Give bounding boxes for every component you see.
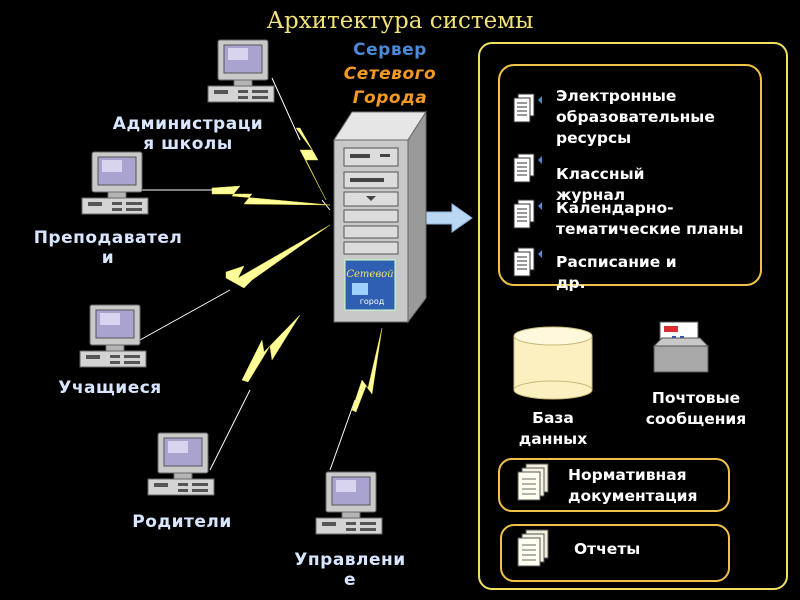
mail-envelope-icon bbox=[652, 321, 710, 373]
database-label: База данных bbox=[498, 408, 608, 450]
link-line-admin bbox=[271, 77, 301, 141]
normative-docs-label: Нормативная документация bbox=[568, 465, 728, 507]
resource-item-plans: Календарно- тематические планы bbox=[556, 198, 776, 240]
diagram-title: Архитектура системы bbox=[266, 8, 534, 34]
link-line-parents bbox=[209, 389, 251, 471]
server-logo-line1: Сетевой bbox=[346, 269, 393, 280]
document-icon bbox=[513, 93, 535, 123]
link-line-management bbox=[329, 399, 356, 471]
client-label-admin-line1: Администраци bbox=[112, 114, 264, 134]
server-label-line1: Сервер bbox=[353, 40, 427, 60]
mail-label-line1: Почтовые bbox=[651, 389, 741, 407]
client-label-teachers-line2: и bbox=[101, 248, 115, 268]
database-label-line1: База bbox=[532, 409, 574, 427]
resource-item-journal-line1: Классный bbox=[556, 165, 645, 183]
server-label-line2: Сетевого bbox=[343, 64, 437, 84]
normative-docs-label-line2: документация bbox=[568, 487, 698, 505]
client-label-admin-line2: я школы bbox=[143, 134, 233, 154]
resource-item-schedule-line1: Расписание и bbox=[556, 253, 677, 271]
reports-box bbox=[500, 524, 730, 582]
resource-item-schedule: Расписание и др. bbox=[556, 252, 756, 294]
lightning-bolt-icon bbox=[295, 127, 327, 201]
normative-docs-label-line1: Нормативная bbox=[568, 466, 687, 484]
mail-label: Почтовые сообщения bbox=[626, 388, 766, 430]
lightning-bolt-icon bbox=[211, 185, 331, 206]
lightning-bolt-icon bbox=[241, 314, 301, 383]
client-label-management-line2: е bbox=[343, 570, 357, 590]
resource-item-journal-line2: журнал bbox=[556, 186, 626, 204]
reports-label: Отчеты bbox=[574, 539, 694, 560]
client-label-parents-line1: Родители bbox=[132, 512, 232, 532]
link-line-students bbox=[139, 289, 231, 341]
server-logo-line2: город bbox=[360, 297, 385, 306]
resource-item-eor-line3: ресурсы bbox=[556, 129, 632, 147]
resource-item-plans-line1: Календарно- bbox=[556, 199, 674, 217]
server-label: Сервер Сетевого Города bbox=[330, 38, 450, 110]
resource-item-eor-line1: Электронные bbox=[556, 87, 677, 105]
server-label-line3: Города bbox=[352, 88, 428, 108]
lightning-bolt-icon bbox=[351, 327, 383, 413]
resource-item-journal: Классный журнал bbox=[556, 164, 756, 206]
resource-item-plans-line2: тематические планы bbox=[556, 220, 744, 238]
document-icon bbox=[513, 247, 535, 277]
mail-label-line2: сообщения bbox=[645, 410, 747, 428]
client-label-teachers-line1: Преподавател bbox=[33, 228, 183, 248]
client-label-students-line1: Учащиеся bbox=[58, 378, 162, 398]
resource-item-eor: Электронные образовательные ресурсы bbox=[556, 86, 756, 149]
client-label-admin: Администраци я школы bbox=[96, 114, 280, 154]
client-label-students: Учащиеся bbox=[40, 378, 180, 398]
document-icon bbox=[513, 153, 535, 183]
database-cylinder-icon bbox=[513, 326, 593, 400]
reports-label-line1: Отчеты bbox=[574, 540, 641, 558]
resource-item-schedule-line2: др. bbox=[556, 274, 586, 292]
client-label-parents: Родители bbox=[112, 512, 252, 532]
client-label-management-line1: Управлени bbox=[294, 550, 406, 570]
normative-docs-box bbox=[498, 458, 730, 512]
client-label-teachers: Преподавател и bbox=[18, 228, 198, 268]
lightning-bolt-icon bbox=[225, 224, 331, 289]
database-label-line2: данных bbox=[518, 430, 588, 448]
document-icon bbox=[513, 199, 535, 229]
client-label-management: Управлени е bbox=[280, 550, 420, 590]
resource-item-eor-line2: образовательные bbox=[556, 108, 715, 126]
resources-panel bbox=[478, 42, 788, 590]
content-panel bbox=[498, 64, 762, 286]
